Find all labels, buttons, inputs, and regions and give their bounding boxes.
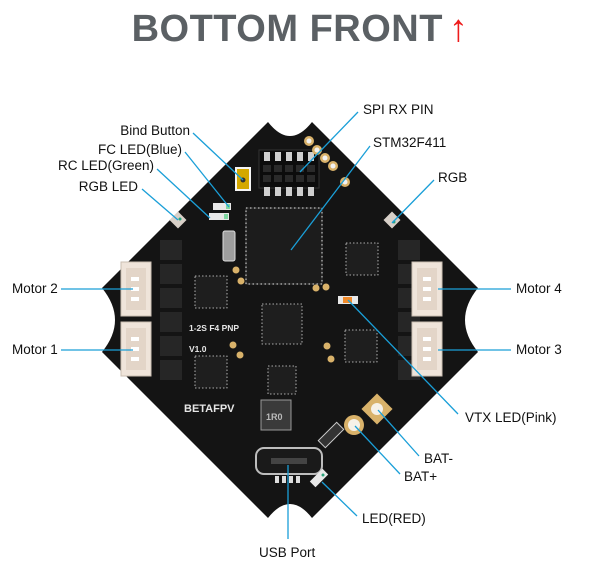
leader-stm32 xyxy=(290,145,371,251)
leader-bat-minus xyxy=(377,409,420,457)
leader-lines xyxy=(61,111,511,539)
leader-bind-button xyxy=(192,132,244,181)
vias xyxy=(229,266,335,363)
inductor-marking: 1R0 xyxy=(266,412,283,422)
usb-port xyxy=(255,447,323,483)
leader-rc-led-green xyxy=(156,168,211,219)
label-motor-1: Motor 1 xyxy=(12,342,58,357)
leader-spi-rx-pin xyxy=(299,111,359,173)
red-led xyxy=(309,468,329,488)
inductor: 1R0 xyxy=(260,399,292,431)
label-spi-rx-pin: SPI RX PIN xyxy=(363,102,434,117)
label-fc-led-blue: FC LED(Blue) xyxy=(97,142,182,157)
diagram-title: BOTTOM FRONT↑ xyxy=(0,8,600,51)
rgb-led-right xyxy=(383,211,401,229)
shunt-resistor xyxy=(317,421,345,449)
label-motor-4: Motor 4 xyxy=(516,281,562,296)
motor-connector-1 xyxy=(120,321,152,377)
up-arrow-icon: ↑ xyxy=(448,8,469,50)
leader-rgb-led xyxy=(141,188,179,221)
label-bat-minus: BAT- xyxy=(424,451,454,466)
label-vtx-led-pink: VTX LED(Pink) xyxy=(465,410,557,425)
leader-led-red xyxy=(321,481,358,517)
label-rc-led-green: RC LED(Green) xyxy=(57,158,154,173)
rc-led-green xyxy=(209,213,229,220)
motor-connector-3 xyxy=(411,321,443,377)
leader-bat-plus xyxy=(354,425,401,475)
crystal xyxy=(222,230,236,262)
spi-rx-header xyxy=(258,149,320,196)
motor-connector-4 xyxy=(411,261,443,317)
label-bat-plus: BAT+ xyxy=(404,469,438,484)
label-usb-port: USB Port xyxy=(259,545,316,560)
label-motor-3: Motor 3 xyxy=(516,342,562,357)
bind-button-component xyxy=(235,167,251,191)
label-stm32f411: STM32F411 xyxy=(373,135,447,150)
leader-rgb xyxy=(391,179,435,224)
stm32f411-chip xyxy=(245,207,323,285)
label-motor-2: Motor 2 xyxy=(12,281,58,296)
label-rgb-led: RGB LED xyxy=(78,179,138,194)
silkscreen-version: V1.0 xyxy=(189,344,207,354)
leader-fc-led-blue xyxy=(184,151,230,208)
label-led-red: LED(RED) xyxy=(362,511,426,526)
label-rgb: RGB xyxy=(438,170,468,185)
leader-vtx-led xyxy=(347,299,459,415)
brand-logo: BETAFPV xyxy=(184,403,235,415)
ic-chips xyxy=(194,242,379,395)
mosfets xyxy=(160,240,420,380)
silkscreen-model: 1-2S F4 PNP xyxy=(189,323,239,333)
label-bind-button: Bind Button xyxy=(120,123,190,138)
title-text: BOTTOM FRONT xyxy=(131,8,443,50)
